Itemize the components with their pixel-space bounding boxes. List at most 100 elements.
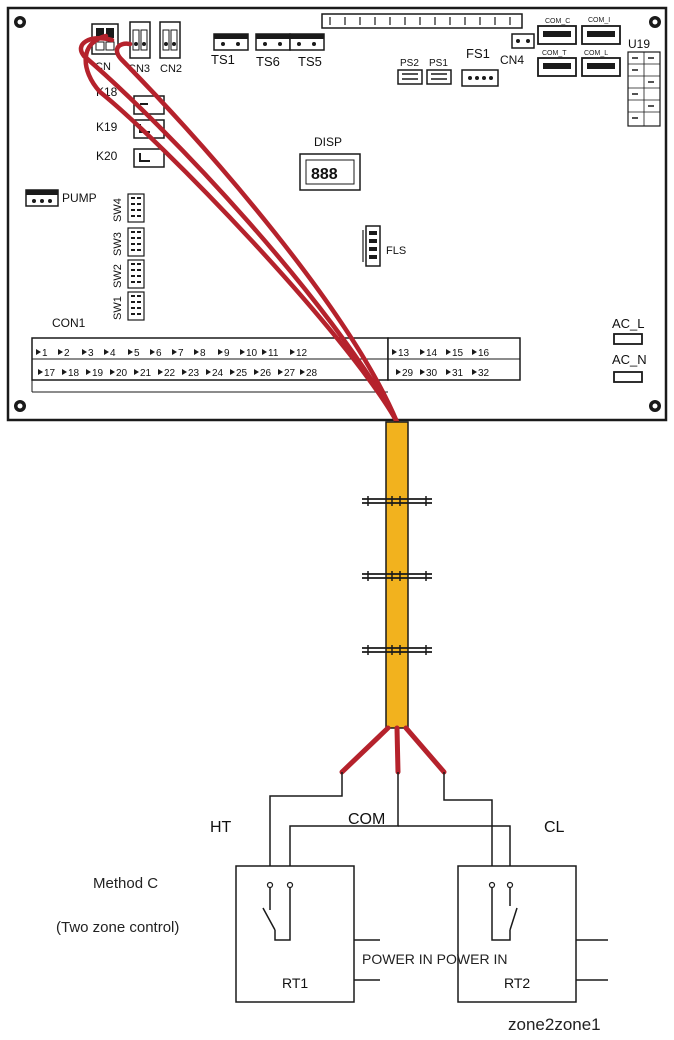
connector-ps2: PS2 bbox=[397, 58, 423, 85]
mounting-hole-icon bbox=[14, 400, 26, 412]
terminal-label: 13 bbox=[398, 348, 410, 359]
com-label-i: COM_I bbox=[588, 17, 610, 24]
terminal-label: 26 bbox=[260, 368, 272, 379]
terminal-label: 24 bbox=[212, 368, 224, 379]
terminal-screw-icon bbox=[230, 369, 235, 375]
terminal-label: 8 bbox=[200, 348, 206, 359]
mounting-hole-icon bbox=[649, 16, 661, 28]
cable-tie-icon bbox=[362, 645, 432, 655]
terminal-29: 29 bbox=[396, 368, 414, 379]
connector-label-fs1: FS1 bbox=[466, 46, 490, 61]
cable-body bbox=[385, 421, 409, 729]
terminal-screw-icon bbox=[472, 349, 477, 355]
terminal-label: 14 bbox=[426, 348, 438, 359]
connector-ts5: TS5 bbox=[289, 33, 325, 69]
terminal-screw-icon bbox=[240, 349, 245, 355]
com-label-t: COM_T bbox=[542, 50, 567, 57]
power-in-label: POWER IN POWER IN bbox=[362, 951, 507, 967]
terminal-label: 19 bbox=[92, 368, 104, 379]
dip-switch-sw4: SW4 bbox=[112, 193, 145, 223]
com-label-c: COM_C bbox=[545, 18, 570, 25]
display-label: DISP bbox=[314, 135, 342, 149]
terminal-31: 31 bbox=[446, 368, 464, 379]
label-ht: HT bbox=[210, 819, 232, 836]
mounting-hole-icon bbox=[14, 16, 26, 28]
terminal-label: 18 bbox=[68, 368, 80, 379]
terminal-22: 22 bbox=[158, 368, 176, 379]
terminal-label: 32 bbox=[478, 368, 490, 379]
terminal-screw-icon bbox=[38, 369, 43, 375]
terminal-6: 6 bbox=[150, 348, 162, 359]
control-wiring bbox=[269, 772, 511, 880]
pcb-board: CN CN3 CN2 TS1 TS6 bbox=[6, 6, 668, 422]
switch-icon bbox=[262, 888, 291, 941]
terminal-27: 27 bbox=[278, 368, 296, 379]
terminal-label: 11 bbox=[268, 348, 279, 359]
terminal-label: 16 bbox=[478, 348, 490, 359]
pump-label: PUMP bbox=[62, 191, 97, 205]
dip-switch-sw3: SW3 bbox=[112, 227, 145, 257]
terminal-label: 27 bbox=[284, 368, 296, 379]
terminal-screw-icon bbox=[86, 369, 91, 375]
terminal-label: 31 bbox=[452, 368, 464, 379]
wire-com bbox=[78, 36, 400, 425]
terminal-screw-icon bbox=[420, 369, 425, 375]
terminal-label: 5 bbox=[134, 348, 140, 359]
terminal-screw-icon bbox=[254, 369, 259, 375]
connector-label-ts6: TS6 bbox=[256, 54, 280, 69]
terminal-32: 32 bbox=[472, 368, 490, 379]
ac-l-label: AC_L bbox=[612, 316, 645, 331]
thermostat-label-rt1: RT1 bbox=[282, 975, 308, 991]
terminal-label: 23 bbox=[188, 368, 200, 379]
connector-label-ps1: PS1 bbox=[429, 58, 448, 69]
terminal-screw-icon bbox=[172, 349, 177, 355]
connector-label-cn2: CN2 bbox=[160, 63, 182, 75]
terminal-11: 11 bbox=[262, 348, 279, 359]
terminal-10: 10 bbox=[240, 348, 258, 359]
label-cl: CL bbox=[544, 819, 565, 836]
switch-label-sw4: SW4 bbox=[112, 198, 124, 222]
switch-label-sw1: SW1 bbox=[112, 296, 124, 320]
terminal-screw-icon bbox=[396, 369, 401, 375]
thermostat-rt1: RT1 bbox=[235, 865, 380, 1003]
relay-label-k20: K20 bbox=[96, 149, 118, 163]
connector-u19: U19 bbox=[627, 37, 661, 127]
terminal-screw-icon bbox=[82, 349, 87, 355]
terminal-label: 1 bbox=[42, 348, 48, 359]
ac-n-terminal: AC_N bbox=[612, 352, 647, 383]
com-port-c: COM_C bbox=[537, 18, 577, 45]
terminal-18: 18 bbox=[62, 368, 80, 379]
relay-k20: K20 bbox=[96, 148, 165, 168]
connector-ps1: PS1 bbox=[426, 58, 452, 85]
terminal-label: 17 bbox=[44, 368, 56, 379]
terminal-block-label: CON1 bbox=[52, 316, 86, 330]
terminal-label: 20 bbox=[116, 368, 128, 379]
terminal-screw-icon bbox=[262, 349, 267, 355]
cable-tie-icon bbox=[362, 496, 432, 506]
terminal-label: 15 bbox=[452, 348, 464, 359]
com-port-i: COM_I bbox=[581, 17, 621, 45]
connector-ts1: TS1 bbox=[211, 33, 249, 67]
relay-label-k19: K19 bbox=[96, 120, 118, 134]
cable-sheath bbox=[362, 421, 432, 729]
terminal-screw-icon bbox=[134, 369, 139, 375]
terminal-screw-icon bbox=[150, 349, 155, 355]
terminal-label: 4 bbox=[110, 348, 116, 359]
terminal-label: 9 bbox=[224, 348, 230, 359]
display-module: DISP 888 bbox=[299, 135, 361, 191]
terminal-screw-icon bbox=[446, 349, 451, 355]
cable-tie-icon bbox=[362, 571, 432, 581]
thermostat-wires bbox=[78, 33, 400, 425]
wire-cl bbox=[114, 41, 400, 425]
terminal-screw-icon bbox=[58, 349, 63, 355]
terminal-screw-icon bbox=[62, 369, 67, 375]
terminal-2: 2 bbox=[58, 348, 70, 359]
terminal-17: 17 bbox=[38, 368, 56, 379]
terminal-16: 16 bbox=[472, 348, 490, 359]
switch-icon bbox=[491, 888, 518, 941]
terminal-screw-icon bbox=[194, 349, 199, 355]
display-digits: 888 bbox=[311, 166, 338, 183]
terminal-21: 21 bbox=[134, 368, 152, 379]
terminal-19: 19 bbox=[86, 368, 104, 379]
